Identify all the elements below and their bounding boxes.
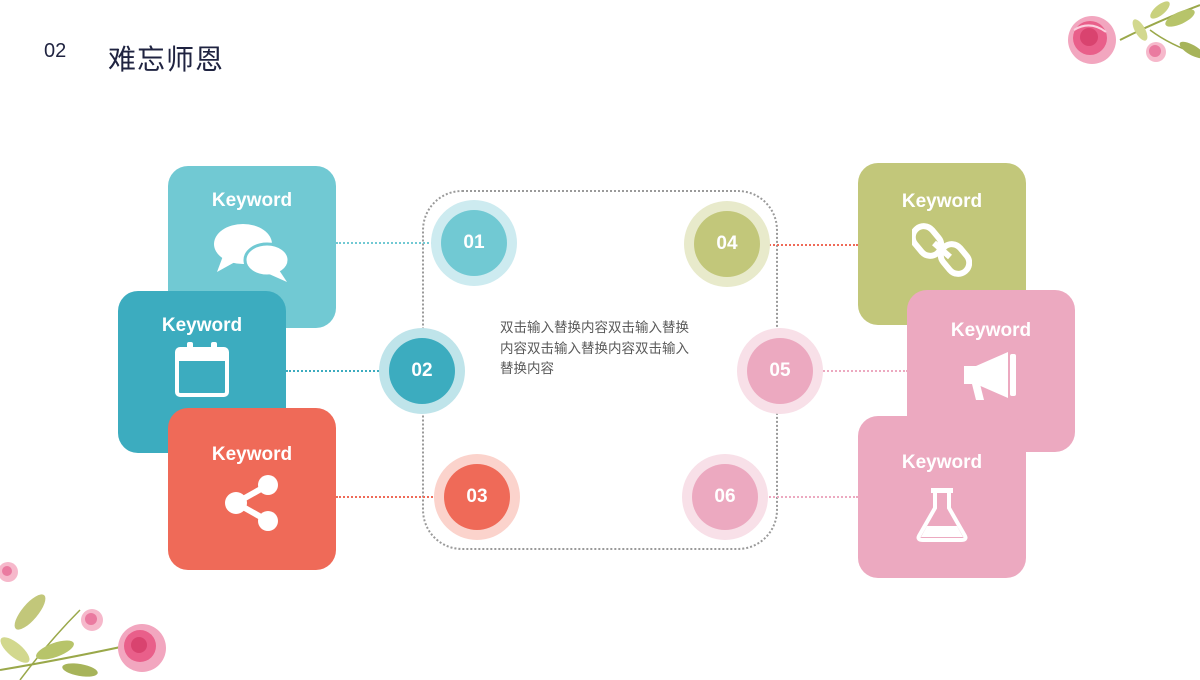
connector-02 [286, 370, 382, 372]
node-05-label: 05 [747, 338, 813, 404]
keyword-card-6: Keyword [858, 416, 1026, 578]
node-06: 06 [682, 454, 768, 540]
flask-icon [916, 488, 968, 542]
keyword-card-6-label: Keyword [901, 452, 983, 473]
node-05: 05 [737, 328, 823, 414]
slide-number: 02 [44, 40, 67, 62]
connector-06 [766, 496, 858, 498]
node-01-label: 01 [441, 210, 507, 276]
calendar-icon [175, 342, 229, 397]
node-03-label: 03 [444, 464, 510, 530]
connector-04 [766, 244, 858, 246]
node-03: 03 [434, 454, 520, 540]
node-04: 04 [684, 201, 770, 287]
chat-bubbles-icon [214, 224, 291, 282]
keyword-card-2-label: Keyword [161, 315, 243, 336]
flower-decoration-bottom-left [0, 562, 166, 680]
share-icon [225, 475, 278, 531]
megaphone-icon [964, 352, 1016, 400]
connector-05 [820, 370, 908, 372]
keyword-card-1-label: Keyword [211, 190, 293, 211]
chain-link-icon [912, 223, 972, 277]
node-02-label: 02 [389, 338, 455, 404]
keyword-card-3: Keyword [168, 408, 336, 570]
keyword-card-3-label: Keyword [211, 444, 293, 465]
node-01: 01 [431, 200, 517, 286]
slide-title: 难忘师恩 [108, 44, 225, 75]
keyword-card-5-label: Keyword [950, 320, 1032, 341]
connector-03 [336, 496, 436, 498]
connector-01 [336, 242, 436, 244]
node-06-label: 06 [692, 464, 758, 530]
keyword-card-4-label: Keyword [901, 191, 983, 212]
center-description: 双击输入替换内容双击输入替换内容双击输入替换内容双击输入替换内容 [500, 320, 689, 376]
node-04-label: 04 [694, 211, 760, 277]
flower-decoration-top-right [1068, 1, 1200, 64]
node-02: 02 [379, 328, 465, 414]
